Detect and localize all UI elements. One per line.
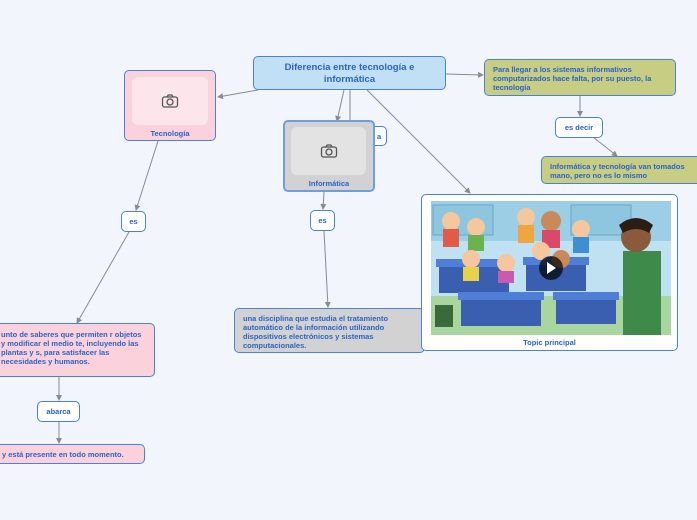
- informatica-definition-text: una disciplina que estudia el tratamient…: [243, 314, 389, 350]
- conclusion-text: Informática y tecnología van tomados man…: [550, 162, 685, 180]
- abarca-connector[interactable]: abarca: [37, 401, 80, 422]
- es-connector-middle[interactable]: es: [310, 210, 335, 231]
- es-decir-label: es decir: [564, 123, 594, 132]
- conclusion-node[interactable]: Informática y tecnología van tomados man…: [541, 156, 697, 184]
- camera-icon: [132, 77, 208, 125]
- camera-icon: [291, 127, 366, 175]
- es-connector-left[interactable]: es: [121, 211, 146, 232]
- classroom-video-thumbnail[interactable]: [431, 201, 671, 335]
- topic-principal-node[interactable]: Topic principal: [421, 194, 678, 351]
- presente-text: y está presente en todo momento.: [2, 450, 124, 459]
- informatica-definition-node[interactable]: una disciplina que estudia el tratamient…: [234, 308, 425, 353]
- es-label: es: [318, 216, 327, 225]
- tecnologia-label: Tecnología: [150, 129, 190, 138]
- topic-principal-label: Topic principal: [523, 338, 576, 347]
- es-decir-connector[interactable]: es decir: [555, 117, 603, 138]
- hidden-connector-text: a: [377, 132, 382, 141]
- para-llegar-text: Para llegar a los sistemas informativos …: [493, 65, 652, 92]
- play-icon[interactable]: [539, 256, 563, 280]
- tecnologia-node[interactable]: Tecnología: [124, 70, 216, 141]
- central-topic-title: Diferencia entre tecnología e informátic…: [284, 62, 415, 85]
- para-llegar-node[interactable]: Para llegar a los sistemas informativos …: [484, 59, 676, 96]
- central-topic-node[interactable]: Diferencia entre tecnología e informátic…: [253, 56, 446, 90]
- tecnologia-definition-node[interactable]: unto de saberes que permiten r objetos y…: [0, 323, 155, 377]
- informatica-node[interactable]: Informática: [283, 120, 375, 192]
- es-label: es: [129, 217, 138, 226]
- tecnologia-definition-text: unto de saberes que permiten r objetos y…: [1, 330, 142, 366]
- informatica-label: Informática: [308, 179, 350, 188]
- abarca-label: abarca: [46, 407, 71, 416]
- presente-node[interactable]: y está presente en todo momento.: [0, 444, 145, 464]
